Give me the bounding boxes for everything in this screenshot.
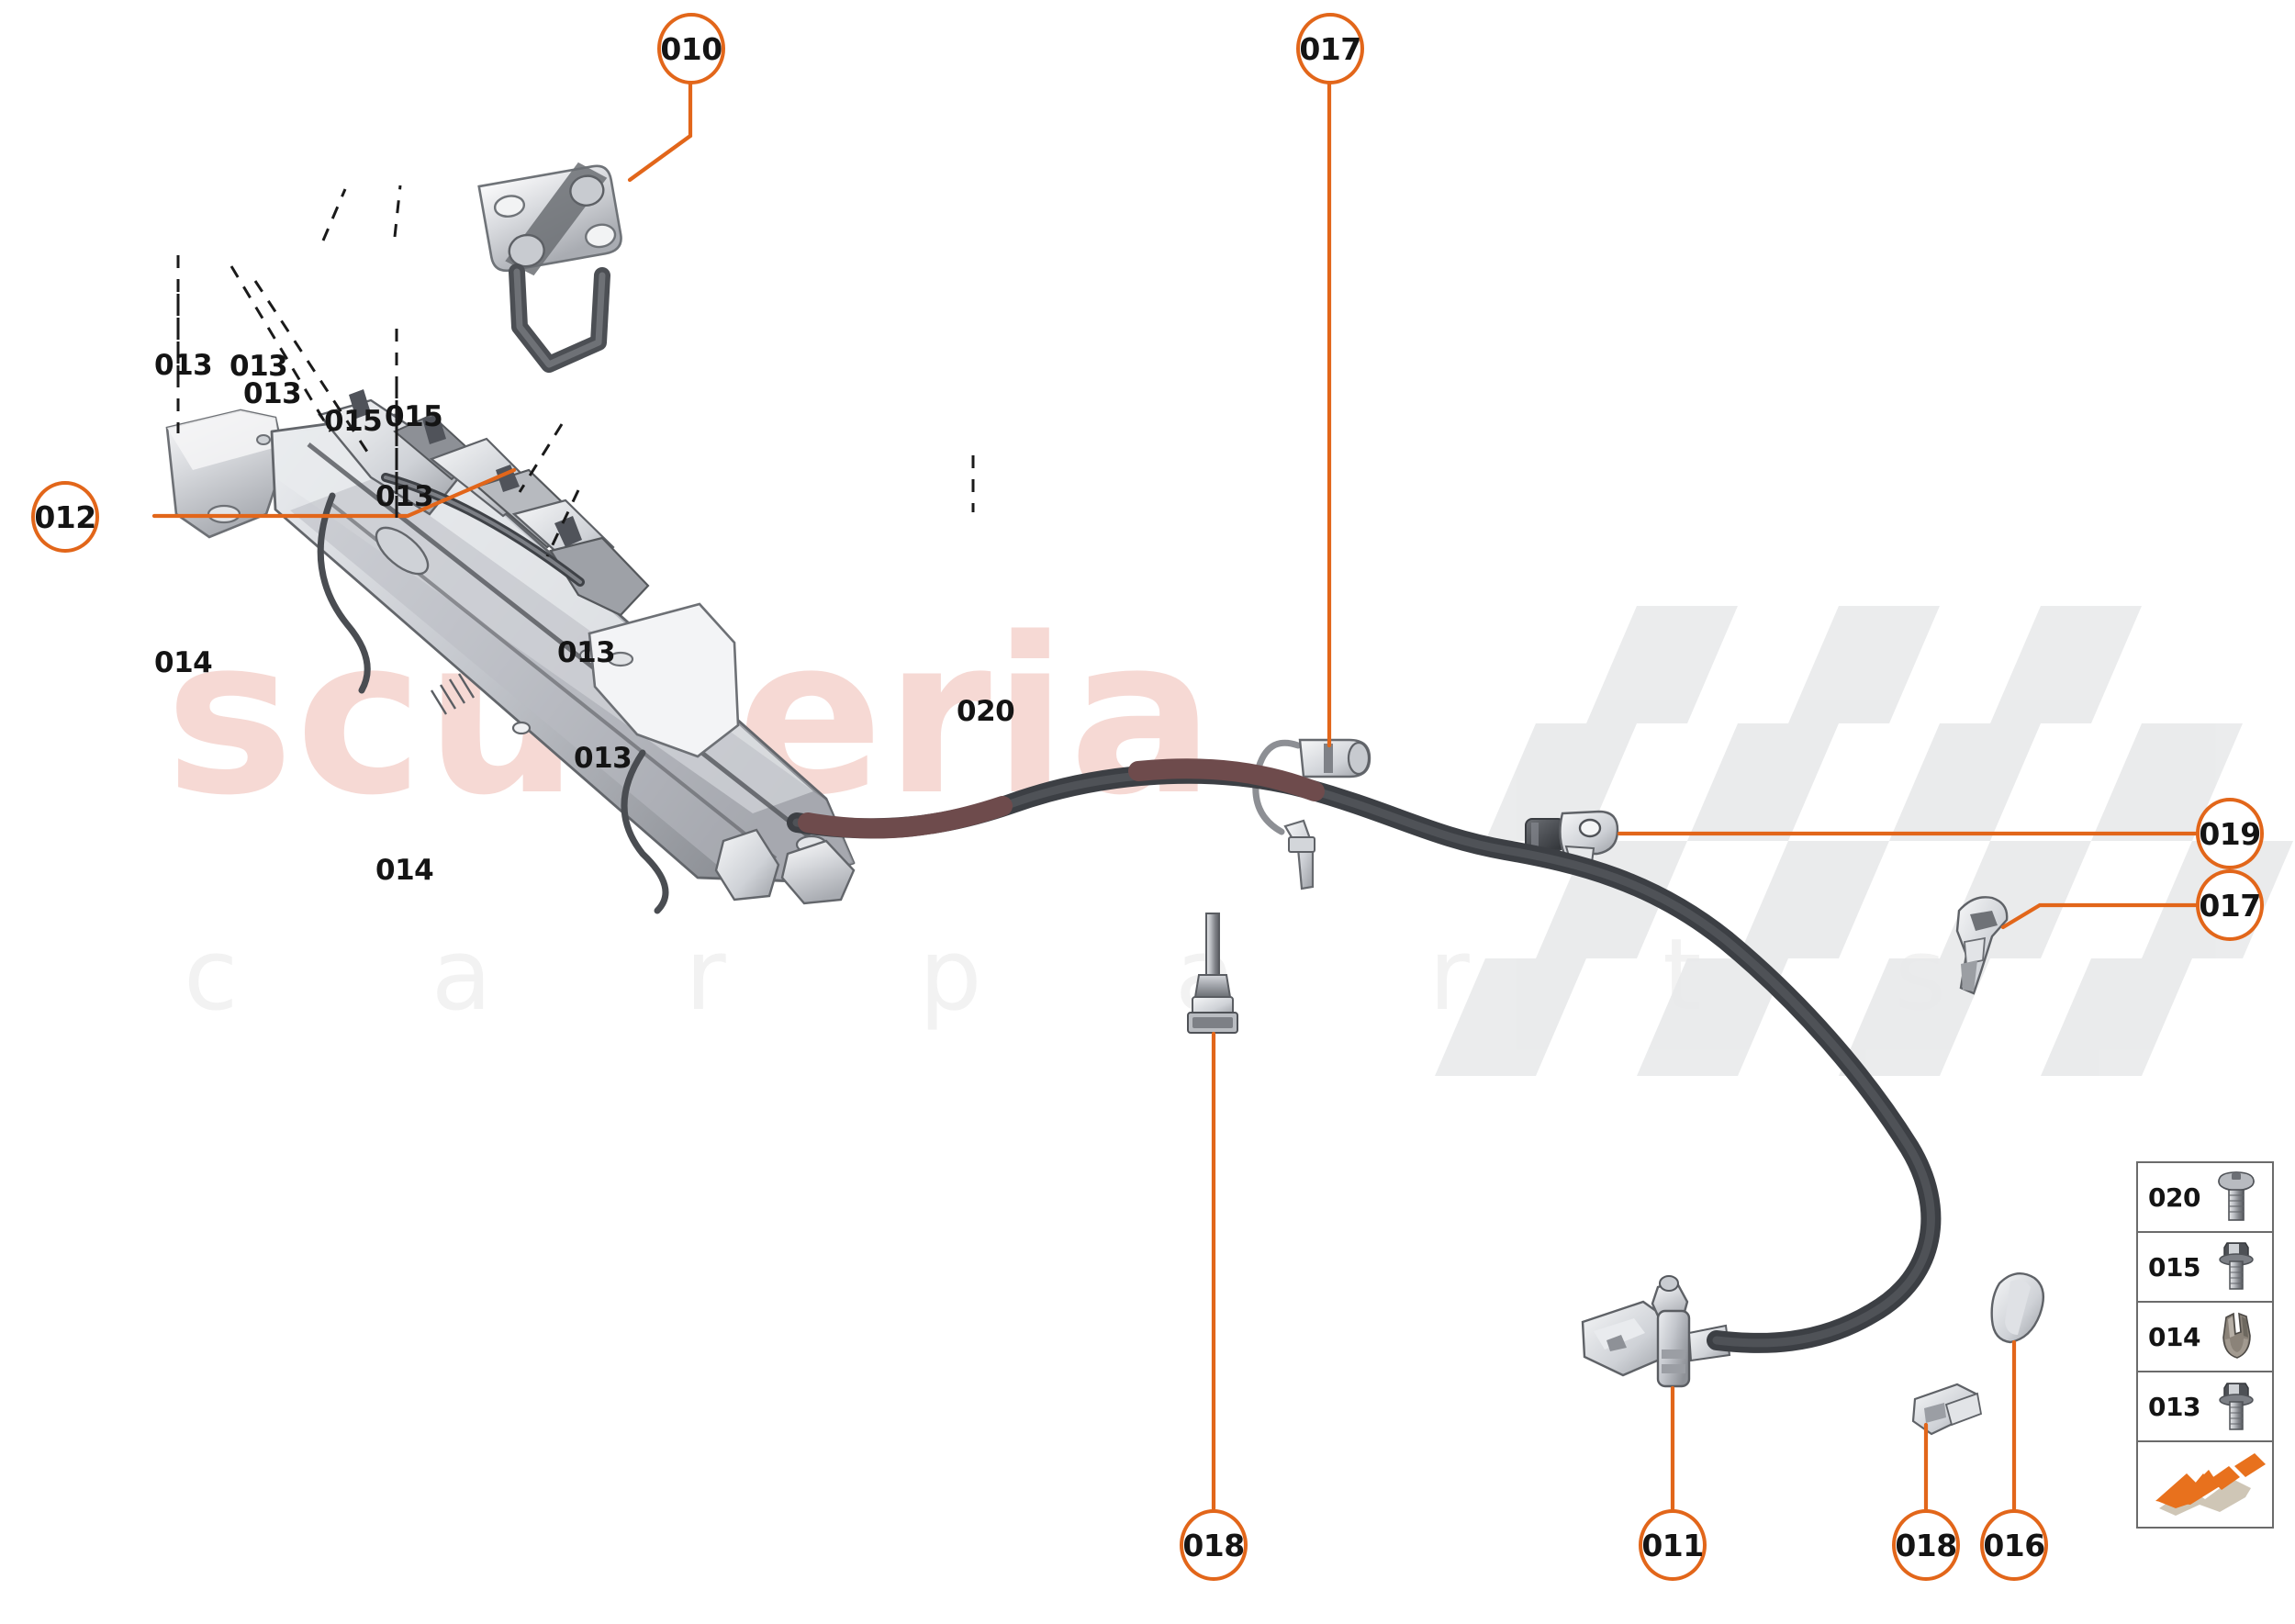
legend-row-015: 015 [2138, 1233, 2272, 1303]
label-013-c: 013 [243, 377, 302, 410]
part-010-striker-plate [477, 162, 622, 373]
callout-label: 018 [1895, 1527, 1957, 1563]
legend-row-020: 020 [2138, 1163, 2272, 1233]
callout-018-right[interactable]: 018 [1892, 1509, 1960, 1581]
callout-label: 019 [2199, 815, 2261, 852]
label-020: 020 [957, 695, 1015, 728]
part-016-grommet-cap [1990, 1272, 2045, 1344]
legend-number-015: 015 [2148, 1251, 2200, 1282]
label-013-b: 013 [230, 350, 288, 383]
legend-number-013: 013 [2148, 1391, 2200, 1422]
label-015-b: 015 [385, 400, 443, 433]
u-clip-nut-icon [2200, 1303, 2272, 1371]
label-014-a: 014 [154, 646, 213, 679]
callout-010[interactable]: 010 [657, 13, 725, 84]
label-015-a: 015 [324, 405, 383, 438]
flange-hex-bolt-icon [2200, 1372, 2272, 1440]
label-013-a: 013 [154, 349, 213, 382]
orange-checkered-flag-arrow-icon [2144, 1448, 2266, 1522]
callout-016[interactable]: 016 [1980, 1509, 2048, 1581]
flange-hex-bolt-icon [2200, 1233, 2272, 1301]
legend-row-013: 013 [2138, 1372, 2272, 1442]
callout-label: 017 [2199, 887, 2261, 924]
callout-018-left[interactable]: 018 [1180, 1509, 1248, 1581]
watermark-carparts: c a r p a r t s [184, 918, 2028, 1033]
callout-019[interactable]: 019 [2196, 798, 2264, 869]
callout-label: 011 [1641, 1527, 1704, 1563]
callout-leader-lines [151, 80, 2199, 1512]
label-013-e: 013 [557, 636, 616, 669]
callout-label: 016 [1983, 1527, 2045, 1563]
callout-017-top[interactable]: 017 [1296, 13, 1364, 84]
part-017-cable-tie-top [1252, 738, 1371, 890]
part-011-cable-bracket [1581, 1275, 1731, 1388]
callout-label: 017 [1299, 30, 1361, 67]
label-013-f: 013 [574, 742, 633, 775]
legend-number-014: 014 [2148, 1321, 2200, 1352]
dashed-leader-lines [176, 185, 975, 557]
part-012-seat-rail-assembly [165, 389, 856, 914]
legend-number-020: 020 [2148, 1182, 2200, 1213]
part-018-connector-right [1911, 1383, 1983, 1436]
callout-012[interactable]: 012 [31, 481, 99, 553]
button-head-bolt-icon [2200, 1163, 2272, 1231]
callout-label: 012 [34, 498, 96, 535]
release-cable [787, 758, 1942, 1353]
part-017-cable-tie-right [1955, 896, 2009, 995]
hardware-legend: 020 015 [2136, 1161, 2274, 1529]
label-014-b: 014 [375, 854, 434, 887]
label-013-d: 013 [375, 480, 434, 513]
callout-label: 018 [1182, 1527, 1245, 1563]
callout-017-right[interactable]: 017 [2196, 869, 2264, 941]
callout-label: 010 [660, 30, 722, 67]
legend-row-014: 014 [2138, 1303, 2272, 1372]
legend-logo-row [2138, 1442, 2272, 1529]
callout-011[interactable]: 011 [1639, 1509, 1707, 1581]
part-018-connector-center [1187, 913, 1238, 1034]
